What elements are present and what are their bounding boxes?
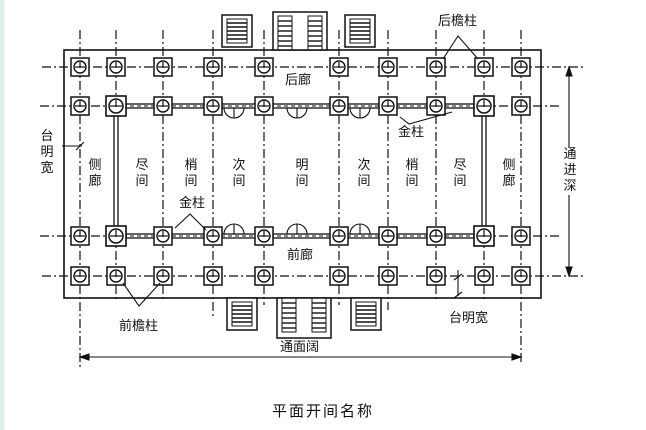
leader-lines [122,35,479,307]
total-width-dimension [78,353,523,361]
front-steps [226,297,382,339]
bay-label-central-bay: 明间 [295,158,309,189]
bay-label-end-bay-right: 尽间 [453,158,467,189]
left-edge-strip [0,0,4,430]
bay-label-side-corridor-right: 侧廊 [502,158,516,189]
front-corridor-label: 前廊 [287,248,314,263]
platform-width-left-dimension [62,141,85,151]
rear-eave-column-label: 后檐柱 [438,14,478,29]
total-width-label: 通面阔 [278,340,322,355]
bay-label-tip-bay-left: 梢间 [184,158,198,189]
bay-label-secondary-bay-right: 次间 [357,158,371,189]
bay-label-side-corridor-left: 侧廊 [88,158,102,189]
diagram-caption: 平面开间名称 [271,402,374,420]
bay-label-tip-bay-right: 梢间 [405,158,419,189]
gold-column-label-upper: 金柱 [398,125,425,140]
front-eave-column-label: 前檐柱 [119,319,159,334]
platform-width-bottom-dimension [453,270,463,299]
platform-width-left-label: 台明宽 [40,129,54,176]
rear-corridor-label: 后廊 [285,73,312,88]
vertical-axes [79,30,522,370]
rear-steps [221,11,376,51]
bay-label-secondary-bay-left: 次间 [232,158,246,189]
platform-width-bottom-label: 台明宽 [449,311,489,326]
front-doors [223,223,371,235]
total-depth-label: 通进深 [563,147,577,195]
gold-column-label-lower: 金柱 [179,196,206,211]
bay-label-end-bay-left: 尽间 [135,158,149,189]
